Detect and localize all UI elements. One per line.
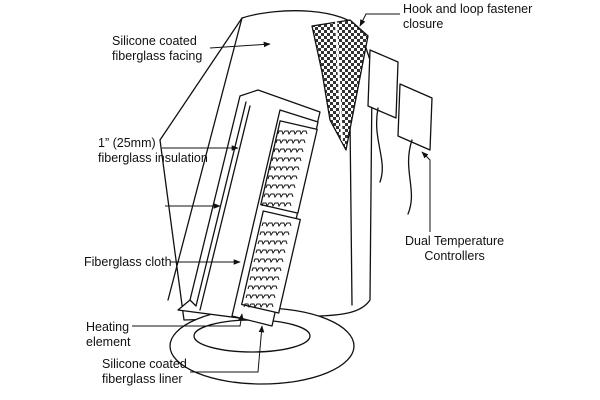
label-liner: Silicone coated fiberglass liner bbox=[102, 357, 187, 386]
label-cloth: Fiberglass cloth bbox=[84, 255, 172, 269]
controller-cable-1 bbox=[376, 107, 383, 183]
controller-box-1 bbox=[367, 49, 399, 119]
bottom-rim-inner bbox=[193, 319, 311, 353]
controller-cable-2 bbox=[407, 139, 413, 215]
heating-coil-row bbox=[263, 193, 294, 199]
heating-coil-row bbox=[243, 303, 274, 309]
heating-coil-row bbox=[275, 139, 306, 145]
callout-liner bbox=[190, 325, 265, 373]
label-controllers: Dual Temperature Controllers bbox=[405, 234, 505, 263]
heating-coil-row bbox=[261, 202, 292, 208]
heating-coil-row bbox=[255, 249, 286, 255]
heating-coil-row bbox=[251, 267, 282, 273]
heating-coil-row bbox=[249, 276, 280, 282]
label-closure: Hook and loop fastener closure bbox=[403, 2, 533, 31]
heating-coil-row bbox=[245, 294, 276, 300]
jacket-right-edge bbox=[349, 119, 353, 306]
callout-heating bbox=[132, 313, 244, 327]
label-heating: Heating element bbox=[86, 320, 131, 349]
heating-coil-row bbox=[259, 231, 290, 237]
heating-coil-row bbox=[277, 130, 308, 136]
callout-closure bbox=[359, 13, 400, 27]
closure-slit bbox=[335, 21, 343, 141]
label-insulation: 1” (25mm) fiberglass insulation bbox=[98, 136, 208, 165]
heating-coil-row bbox=[273, 148, 304, 154]
heating-coil-row bbox=[271, 157, 302, 163]
jacket-left-edge bbox=[167, 17, 243, 301]
heating-coil-row bbox=[257, 240, 288, 246]
callout-facing bbox=[209, 41, 271, 49]
insulation-edge bbox=[189, 101, 247, 307]
heating-coil-row bbox=[269, 166, 300, 172]
label-facing: Silicone coated fiberglass facing bbox=[112, 34, 203, 63]
heating-coil-row bbox=[253, 258, 284, 264]
heating-coil-row bbox=[261, 222, 292, 228]
callout-controllers bbox=[421, 151, 431, 232]
heating-coil-row bbox=[247, 285, 278, 291]
liner-edge bbox=[199, 105, 251, 311]
heating-coil-row bbox=[267, 175, 298, 181]
heating-coil-row bbox=[265, 184, 296, 190]
controller-box-2 bbox=[397, 83, 433, 151]
